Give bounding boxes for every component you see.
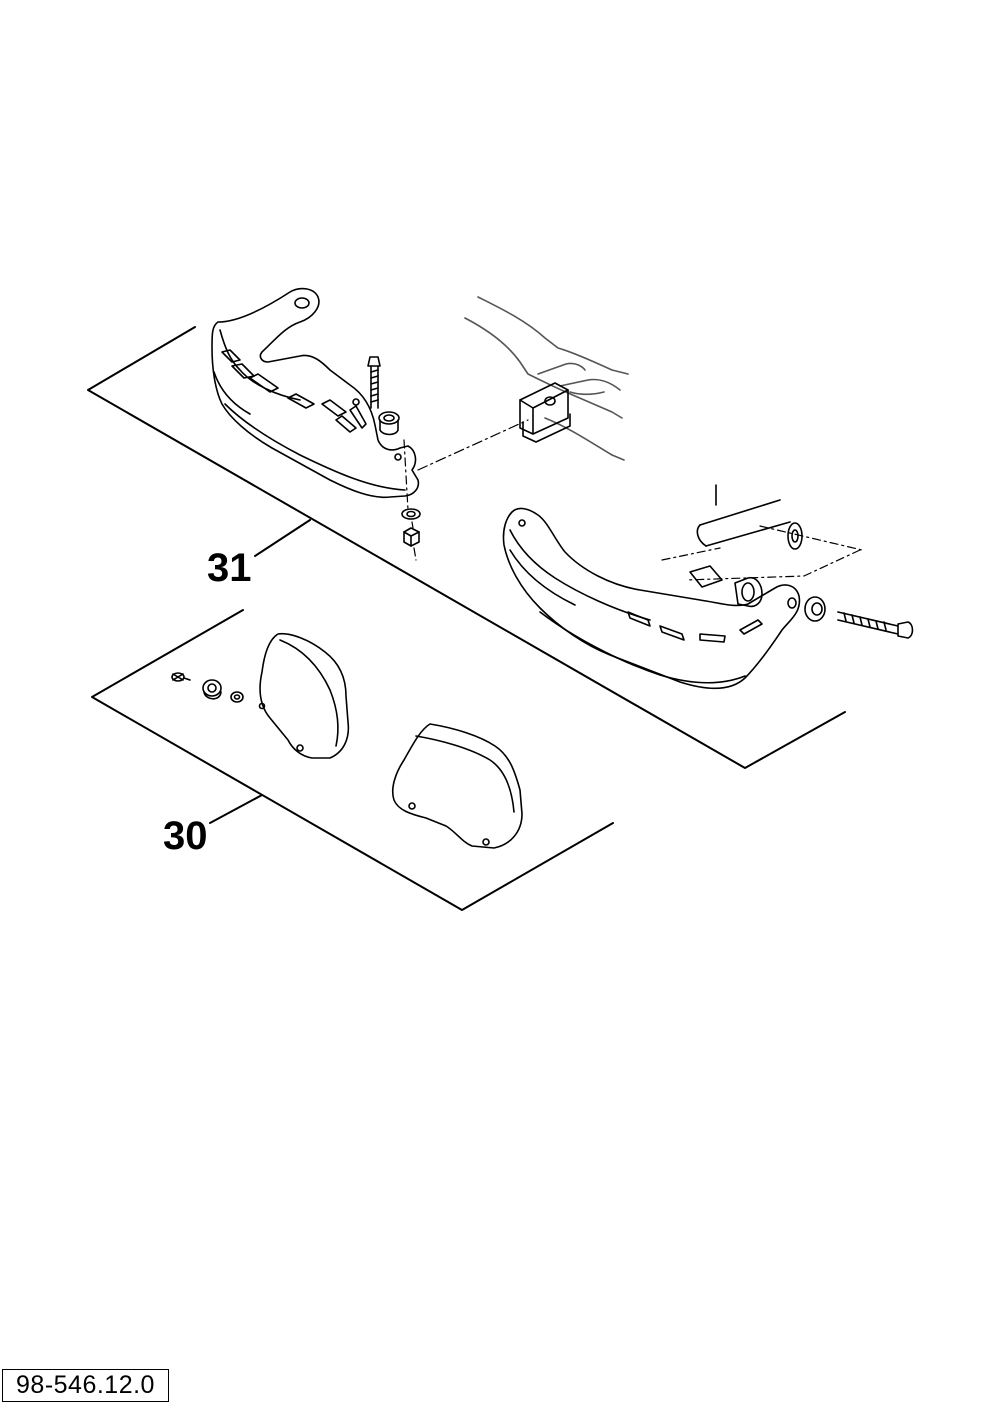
group-30-frame — [91, 609, 614, 911]
group-31-frame — [87, 326, 846, 769]
lower-washer — [401, 508, 421, 520]
spoiler-bushing — [202, 679, 222, 700]
reference-code-box: 98-546.12.0 — [2, 1369, 169, 1402]
leader-line-31 — [254, 519, 311, 557]
axis-line-vertical — [403, 439, 417, 561]
bolt-washer-stack — [378, 411, 400, 436]
side-bolt — [837, 611, 914, 639]
spoiler-left — [258, 632, 350, 759]
callout-31: 31 — [207, 546, 252, 590]
leader-line-30 — [209, 794, 263, 824]
side-washer — [804, 596, 826, 622]
handlebar-end-sleeve — [696, 484, 803, 550]
axis-line-to-clamp — [417, 419, 529, 471]
handlebar-clamp — [519, 382, 571, 443]
spoiler-screw — [171, 672, 191, 682]
vertical-bolt — [367, 356, 381, 409]
handlebar-clamp-assembly — [464, 296, 629, 461]
callout-30: 30 — [163, 814, 208, 858]
lower-nut — [403, 527, 420, 547]
spoiler-right — [391, 723, 523, 849]
right-handguard — [502, 507, 801, 690]
left-handguard — [211, 287, 420, 499]
axis-dashed-box — [661, 525, 863, 581]
spoiler-nut — [230, 691, 244, 703]
